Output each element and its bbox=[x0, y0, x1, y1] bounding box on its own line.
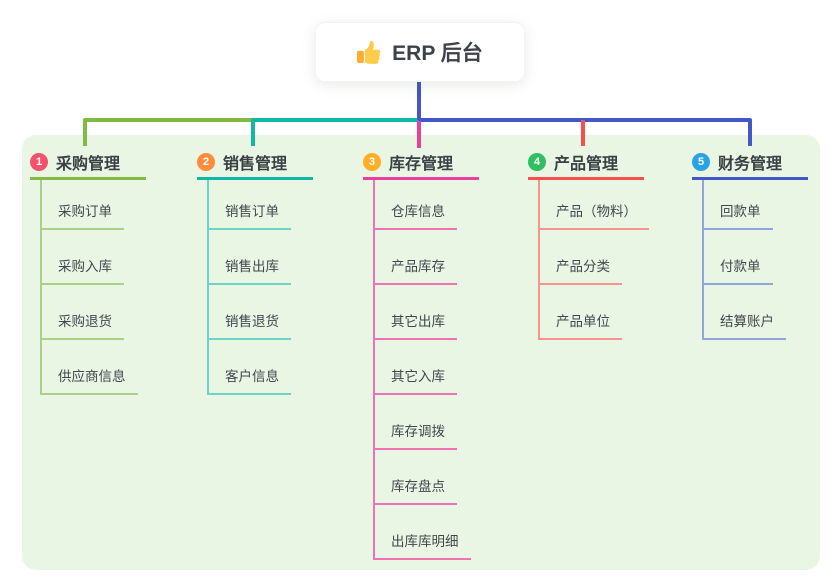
branch-product: 4 产品管理 产品（物料） 产品分类 产品单位 bbox=[528, 146, 649, 340]
child-label: 销售出库 bbox=[207, 255, 291, 285]
child-node[interactable]: 采购退货 bbox=[40, 285, 146, 340]
child-label: 销售订单 bbox=[207, 200, 291, 230]
branch-title-inventory[interactable]: 3 库存管理 bbox=[363, 146, 479, 180]
branch-children: 销售订单 销售出库 销售退货 客户信息 bbox=[197, 180, 313, 395]
child-label: 采购订单 bbox=[40, 200, 124, 230]
branch-number-badge: 3 bbox=[363, 152, 381, 171]
child-node[interactable]: 销售订单 bbox=[207, 180, 313, 230]
child-label: 产品库存 bbox=[373, 255, 457, 285]
child-node[interactable]: 库存调拨 bbox=[373, 395, 479, 450]
branch-finance: 5 财务管理 回款单 付款单 结算账户 bbox=[692, 146, 808, 340]
branch-children: 仓库信息 产品库存 其它出库 其它入库 库存调拨 库存盘点 出库库明细 bbox=[363, 180, 479, 560]
child-label: 回款单 bbox=[702, 200, 773, 230]
branch-title-sales[interactable]: 2 销售管理 bbox=[197, 146, 313, 180]
child-label: 库存盘点 bbox=[373, 475, 457, 505]
child-label: 客户信息 bbox=[207, 365, 291, 395]
child-label: 库存调拨 bbox=[373, 420, 457, 450]
child-label: 销售退货 bbox=[207, 310, 291, 340]
child-node[interactable]: 其它出库 bbox=[373, 285, 479, 340]
child-node[interactable]: 采购订单 bbox=[40, 180, 146, 230]
child-label: 付款单 bbox=[702, 255, 773, 285]
child-label: 产品（物料） bbox=[538, 200, 649, 230]
branch-title-product[interactable]: 4 产品管理 bbox=[528, 146, 644, 180]
branch-title-finance[interactable]: 5 财务管理 bbox=[692, 146, 808, 180]
branch-number-badge: 2 bbox=[197, 152, 215, 171]
branch-children: 回款单 付款单 结算账户 bbox=[692, 180, 808, 340]
child-label: 产品单位 bbox=[538, 310, 622, 340]
child-label: 产品分类 bbox=[538, 255, 622, 285]
root-label: ERP 后台 bbox=[392, 42, 483, 65]
child-label: 供应商信息 bbox=[40, 365, 138, 395]
branch-number-badge: 4 bbox=[528, 152, 546, 171]
branch-label: 产品管理 bbox=[554, 155, 619, 173]
child-node[interactable]: 采购入库 bbox=[40, 230, 146, 285]
child-node[interactable]: 付款单 bbox=[702, 230, 808, 285]
branch-children: 采购订单 采购入库 采购退货 供应商信息 bbox=[30, 180, 146, 395]
child-node[interactable]: 出库库明细 bbox=[373, 505, 479, 560]
child-node[interactable]: 产品单位 bbox=[538, 285, 644, 340]
branch-label: 采购管理 bbox=[56, 155, 121, 173]
child-node[interactable]: 回款单 bbox=[702, 180, 808, 230]
branch-title-purchase[interactable]: 1 采购管理 bbox=[30, 146, 146, 180]
child-node[interactable]: 库存盘点 bbox=[373, 450, 479, 505]
branch-children: 产品（物料） 产品分类 产品单位 bbox=[528, 180, 649, 340]
branch-label: 财务管理 bbox=[718, 155, 783, 173]
child-label: 采购退货 bbox=[40, 310, 124, 340]
child-node[interactable]: 客户信息 bbox=[207, 340, 313, 395]
child-label: 出库库明细 bbox=[373, 530, 471, 560]
child-node[interactable]: 销售出库 bbox=[207, 230, 313, 285]
branch-label: 库存管理 bbox=[389, 155, 454, 173]
child-node[interactable]: 产品库存 bbox=[373, 230, 479, 285]
thumbs-up-icon bbox=[357, 40, 382, 65]
branch-sales: 2 销售管理 销售订单 销售出库 销售退货 客户信息 bbox=[197, 146, 313, 395]
child-label: 其它入库 bbox=[373, 365, 457, 395]
child-label: 结算账户 bbox=[702, 310, 786, 340]
child-node[interactable]: 销售退货 bbox=[207, 285, 313, 340]
child-label: 采购入库 bbox=[40, 255, 124, 285]
child-node[interactable]: 结算账户 bbox=[702, 285, 808, 340]
child-node[interactable]: 产品分类 bbox=[538, 230, 644, 285]
child-node[interactable]: 产品（物料） bbox=[538, 180, 649, 230]
child-label: 仓库信息 bbox=[373, 200, 457, 230]
mindmap-panel bbox=[22, 135, 820, 570]
branch-number-badge: 5 bbox=[692, 152, 710, 171]
child-node[interactable]: 供应商信息 bbox=[40, 340, 146, 395]
branch-label: 销售管理 bbox=[223, 155, 288, 173]
root-node[interactable]: ERP 后台 bbox=[315, 22, 525, 82]
branch-number-badge: 1 bbox=[30, 152, 48, 171]
child-node[interactable]: 仓库信息 bbox=[373, 180, 479, 230]
branch-purchase: 1 采购管理 采购订单 采购入库 采购退货 供应商信息 bbox=[30, 146, 146, 395]
child-label: 其它出库 bbox=[373, 310, 457, 340]
branch-inventory: 3 库存管理 仓库信息 产品库存 其它出库 其它入库 库存调拨 库存盘点 出库库… bbox=[363, 146, 479, 560]
child-node[interactable]: 其它入库 bbox=[373, 340, 479, 395]
